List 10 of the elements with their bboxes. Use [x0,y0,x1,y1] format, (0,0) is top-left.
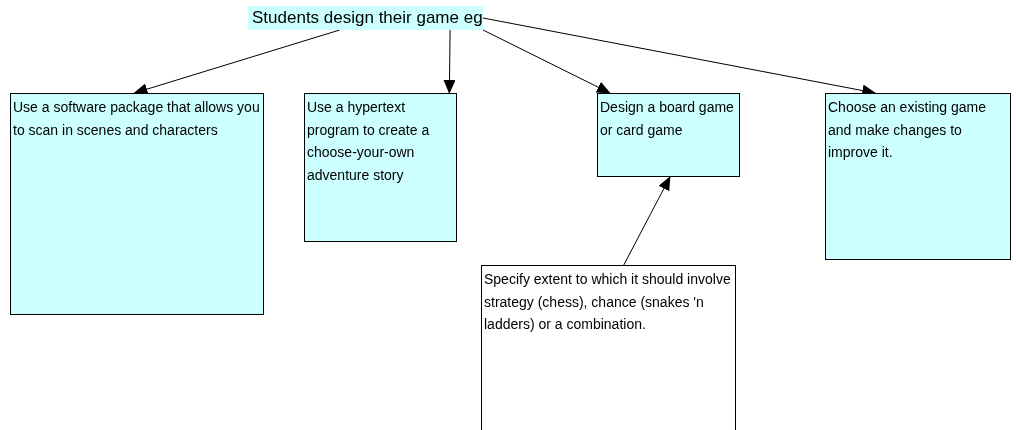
title-box: Students design their game eg [248,6,483,30]
arrow [133,29,341,95]
arrow [443,29,456,94]
arrow [482,29,611,94]
note-box: Specify extent to which it should involve strategy (chess), chance (snakes 'n ladders) or a combination. [481,265,736,430]
process-box: Use a hypertext program to create a choose-your-own adventure story [304,93,457,242]
process-box: Use a software package that allows you to scan in scenes and characters [10,93,264,315]
process-box: Choose an existing game and make changes to improve it. [825,93,1011,260]
process-box: Design a board game or card game [597,93,740,177]
arrow [623,176,671,266]
